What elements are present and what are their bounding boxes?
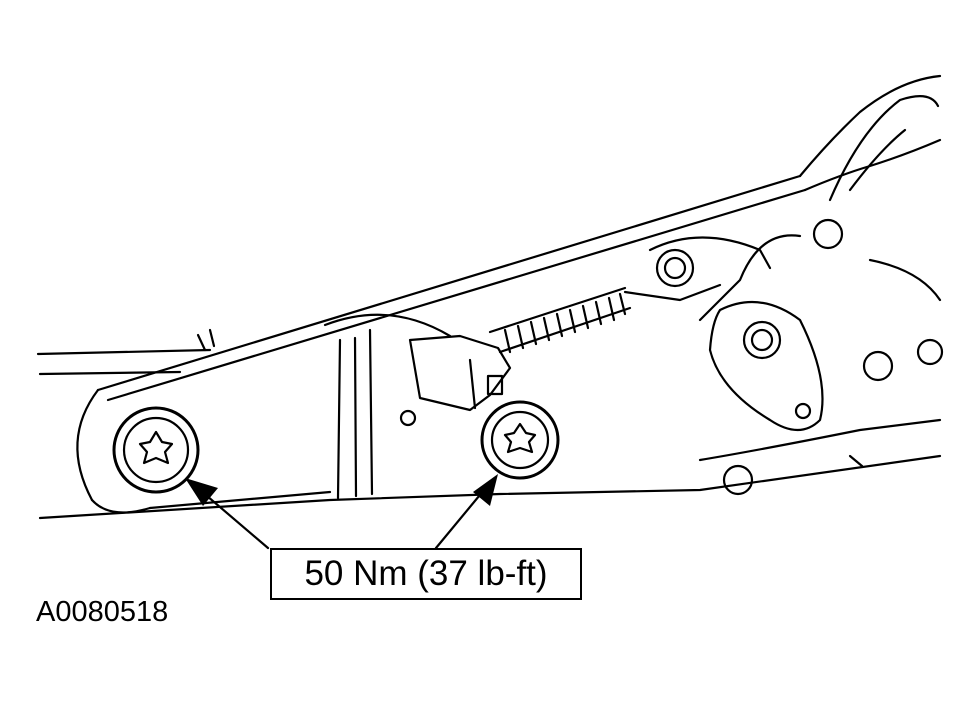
- cam-pin: [742, 320, 782, 360]
- figure-id: A0080518: [36, 596, 169, 628]
- callout-arrow-icon: [185, 478, 218, 506]
- callout-leader: [198, 488, 486, 550]
- torx-bolt-icon: [112, 406, 200, 494]
- recliner-mechanism: [648, 74, 944, 496]
- callout-arrow-icon: [473, 474, 498, 506]
- torque-callout-label: 50 Nm (37 lb-ft): [304, 554, 548, 593]
- tension-spring: [488, 283, 722, 354]
- plate-hole: [399, 409, 417, 427]
- torque-callout: 50 Nm (37 lb-ft): [270, 548, 582, 600]
- spring-bracket: [408, 334, 512, 412]
- pivot-pin: [655, 248, 695, 288]
- pivot-hole: [812, 218, 844, 250]
- upper-arm-plate: [76, 174, 807, 514]
- support-plate: [323, 313, 452, 500]
- torx-bolt-icon: [480, 400, 560, 480]
